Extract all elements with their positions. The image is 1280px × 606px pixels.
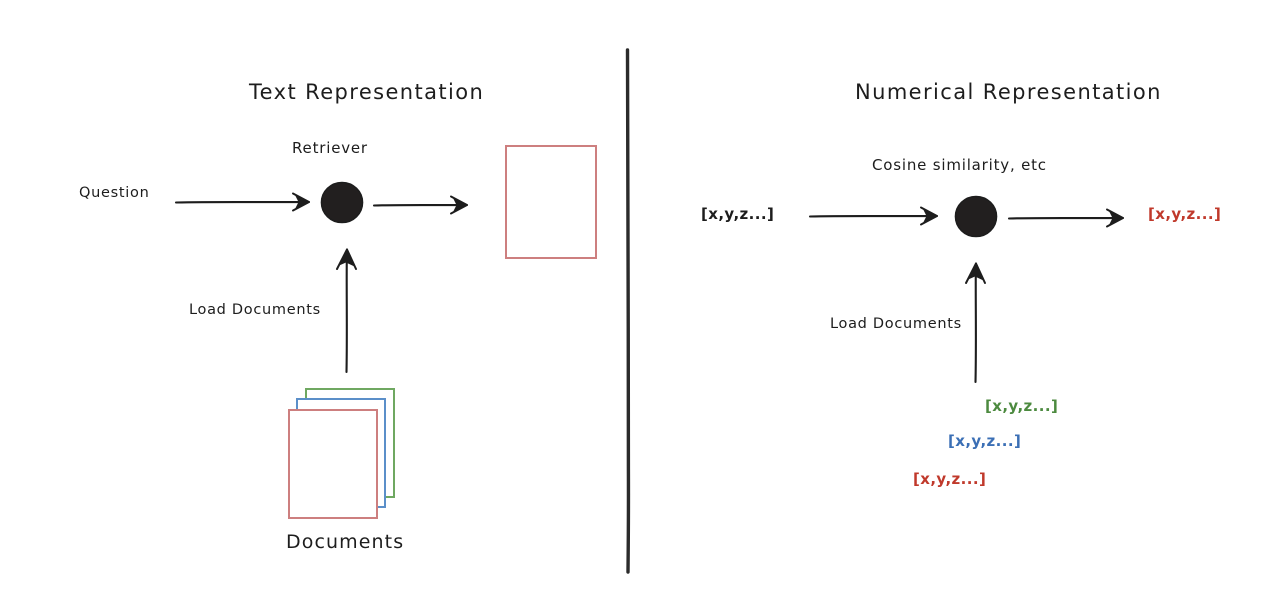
retrieved-document	[505, 145, 597, 259]
load-documents-label-left: Load Documents	[189, 302, 321, 318]
stack-vector-green: [x,y,z...]	[985, 397, 1059, 415]
output-vector-label: [x,y,z...]	[1148, 205, 1222, 223]
arrow-node-to-output-vector	[1007, 208, 1125, 228]
arrow-documents-to-retriever	[336, 248, 357, 374]
vertical-divider-stroke	[625, 48, 631, 574]
arrow-question-to-retriever	[174, 192, 311, 212]
input-vector-label: [x,y,z...]	[701, 205, 775, 223]
retriever-node-circle	[320, 181, 364, 224]
stack-vector-red: [x,y,z...]	[913, 470, 987, 488]
question-label: Question	[79, 185, 150, 201]
arrow-vectors-to-node	[965, 262, 986, 384]
similarity-node-circle	[954, 195, 998, 238]
stack-vector-blue: [x,y,z...]	[948, 432, 1022, 450]
documents-caption: Documents	[286, 531, 405, 553]
retriever-label: Retriever	[292, 139, 368, 157]
document-stack-page-red	[288, 409, 378, 519]
arrow-retriever-to-document	[372, 195, 469, 215]
panel-title-right: Numerical Representation	[855, 80, 1162, 104]
load-documents-label-right: Load Documents	[830, 316, 962, 332]
arrow-input-vector-to-node	[808, 206, 939, 226]
cosine-similarity-label: Cosine similarity, etc	[872, 156, 1047, 174]
panel-title-left: Text Representation	[249, 80, 485, 104]
